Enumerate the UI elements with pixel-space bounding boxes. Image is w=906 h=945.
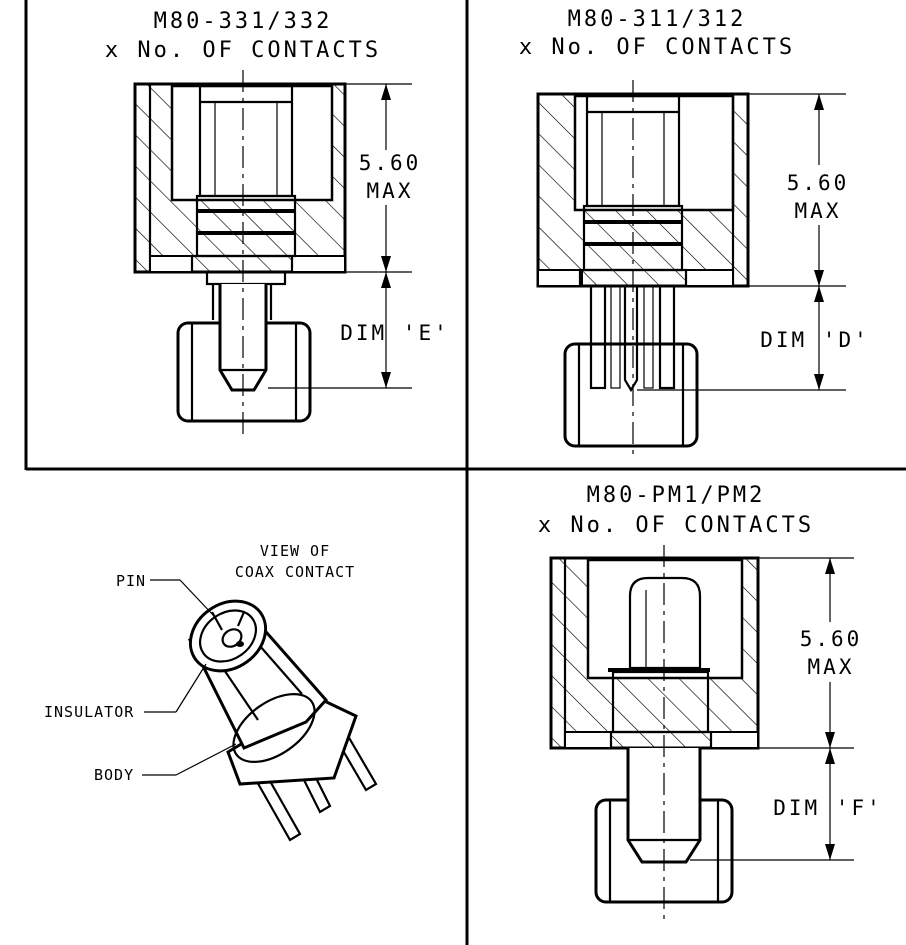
dim-label: DIM 'F'	[773, 796, 883, 820]
callout-body: BODY	[94, 766, 134, 784]
pins	[589, 284, 676, 393]
dim-value: 5.60	[787, 171, 850, 195]
dim-max: MAX	[808, 655, 855, 679]
dim-max: MAX	[367, 179, 414, 203]
dim-value: 5.60	[800, 627, 863, 651]
title-contacts: x No. OF CONTACTS	[538, 513, 814, 538]
dimension-lines	[690, 557, 854, 861]
dimension-lines	[268, 83, 412, 389]
title-part-number: M80-PM1/PM2	[587, 483, 766, 508]
title-contacts: x No. OF CONTACTS	[105, 38, 381, 63]
callout-pin: PIN	[116, 572, 146, 590]
title-contacts: x No. OF CONTACTS	[519, 35, 795, 60]
housing-section	[133, 82, 347, 274]
title-part-number: M80-311/312	[568, 7, 747, 32]
panel-m80-331: M80-331/332 x No. OF CONTACTS	[105, 9, 450, 440]
frame	[24, 0, 906, 945]
dimension-lines	[637, 93, 846, 391]
panel-coax-contact-view: VIEW OF COAX CONTACT PIN IN	[44, 542, 378, 842]
dim-max: MAX	[795, 199, 842, 223]
mating-block	[563, 284, 699, 448]
dim-label: DIM 'E'	[340, 321, 450, 345]
view-title-line2: COAX CONTACT	[235, 563, 355, 581]
title-part-number: M80-331/332	[154, 9, 333, 34]
view-title-line1: VIEW OF	[260, 542, 330, 560]
housing-section	[549, 556, 760, 750]
mating-block	[176, 284, 312, 423]
dim-value: 5.60	[359, 151, 422, 175]
callouts: PIN INSULATOR BODY	[44, 572, 237, 784]
contact-body	[608, 576, 713, 750]
panel-m80-pm1: M80-PM1/PM2 x No. OF CONTACTS	[538, 483, 883, 920]
panel-m80-311: M80-311/312 x No. OF CONTACTS	[519, 7, 870, 455]
callout-insulator: INSULATOR	[44, 703, 134, 721]
contact-body	[190, 84, 297, 320]
housing-section	[536, 92, 750, 288]
coax-contact-isometric	[187, 599, 378, 842]
dim-label: DIM 'D'	[760, 328, 870, 352]
